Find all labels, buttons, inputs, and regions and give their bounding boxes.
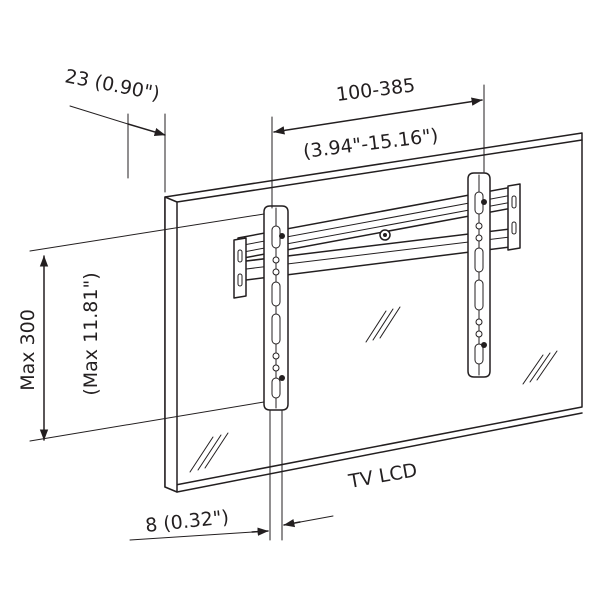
width-dimension (271, 84, 485, 209)
height-extension-bottom (29, 401, 265, 442)
width-arrow (273, 97, 483, 135)
gap-dimension (129, 409, 334, 541)
gap-leader-left (129, 530, 269, 541)
left-vertical-bracket (263, 205, 289, 411)
height-extension-top (29, 213, 265, 252)
screen-glare (189, 306, 558, 473)
height-dimension (29, 213, 265, 442)
tv-top-bevel (176, 139, 583, 203)
depth-leader (69, 105, 129, 125)
depth-arrow (127, 123, 166, 137)
wall-plate (233, 183, 521, 299)
tv-bottom-bevel (176, 412, 583, 493)
right-flange (507, 183, 521, 251)
height-mm-label: Max 300 (17, 309, 39, 391)
gap-arrow-right (283, 518, 301, 528)
tv-side-edge (164, 196, 178, 493)
left-flange (233, 237, 247, 299)
right-vertical-bracket (467, 172, 491, 378)
width-mm-label: 100-385 (335, 74, 416, 106)
gap-arrow-left (251, 527, 269, 536)
depth-label: 23 (0.90") (63, 65, 162, 105)
height-in-label: (Max 11.81") (80, 272, 102, 395)
gap-label: 8 (0.32") (144, 506, 230, 537)
width-in-label: (3.94"-15.16") (302, 125, 440, 163)
depth-dimension (69, 105, 166, 193)
tv-label: TV LCD (346, 459, 419, 493)
